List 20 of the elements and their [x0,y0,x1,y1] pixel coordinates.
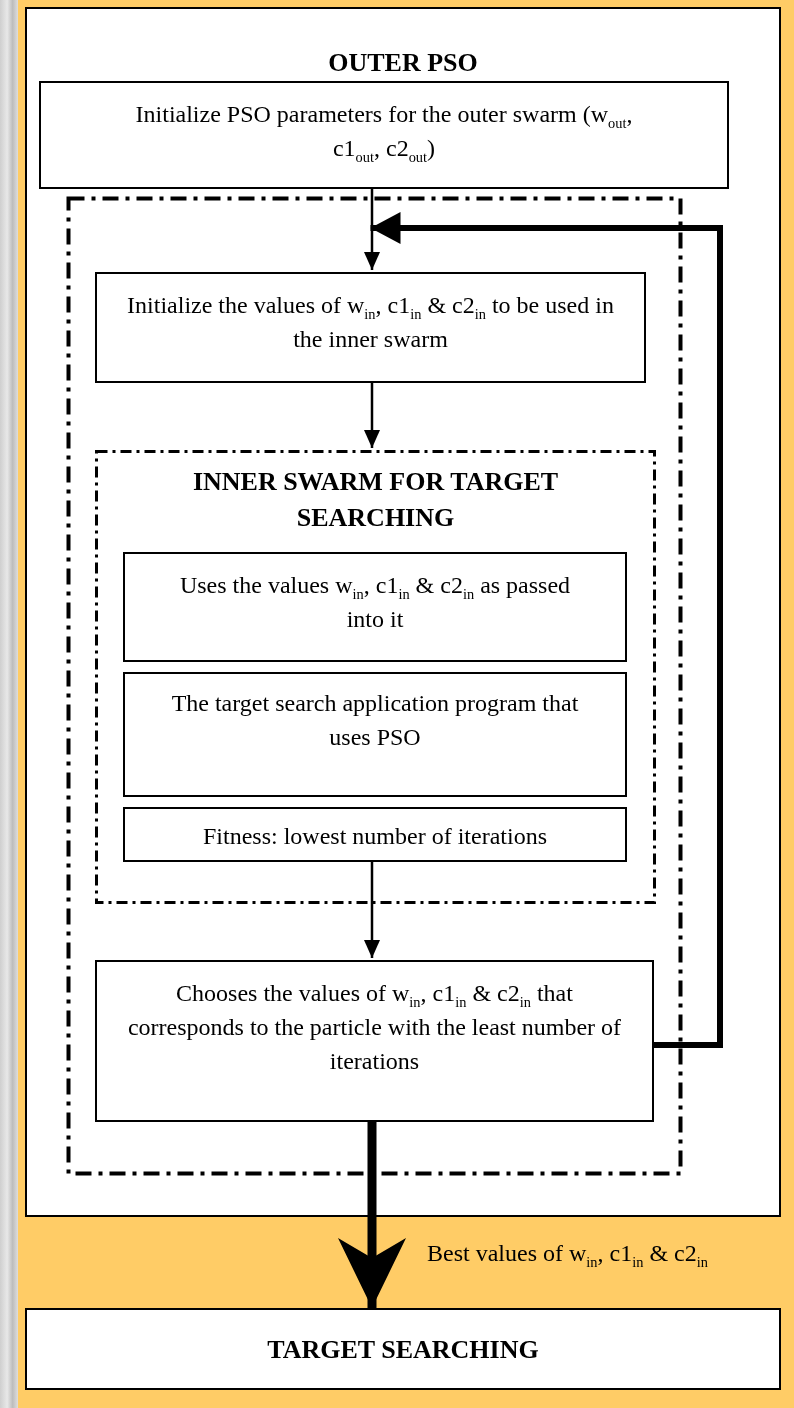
outer-panel [25,7,781,1217]
group-frame [95,450,656,904]
process-box [95,960,654,1122]
heading: TARGET SEARCHING [266,1334,540,1366]
process-box [123,672,627,797]
heading: INNER SWARM FOR TARGET SEARCHING [191,466,560,534]
terminal-box [25,1308,781,1390]
step-text: Initialize PSO parameters for the outer swarm (w$_{out}$, c1$_{out}$, c2$_{out}$) [134,100,634,165]
step-text: Fitness: lowest number of iterations [202,822,548,851]
process-box [123,807,627,862]
step-text: Chooses the values of w$_{in}$, c1$_{in}$ & c2$_{in}$ that corresponds to the particle with the least number of iterations [126,979,623,1076]
step-text: Uses the values w$_{in}$, c1$_{in}$ & c2$_{in}$ as passed into it [178,571,572,634]
group-frame [67,197,682,1175]
step-text: Initialize the values of w$_{in}$, c1$_{in}$ & c2$_{in}$ to be used in the inner swarm [126,291,615,354]
heading: OUTER PSO [327,47,479,79]
process-box [123,552,627,662]
process-box [95,272,646,383]
step-text: The target search application program that uses PSO [170,689,580,752]
process-box [39,81,729,189]
edge-label: Best values of w$_{in}$, c1$_{in}$ & c2$_{in}$ [427,1239,709,1270]
